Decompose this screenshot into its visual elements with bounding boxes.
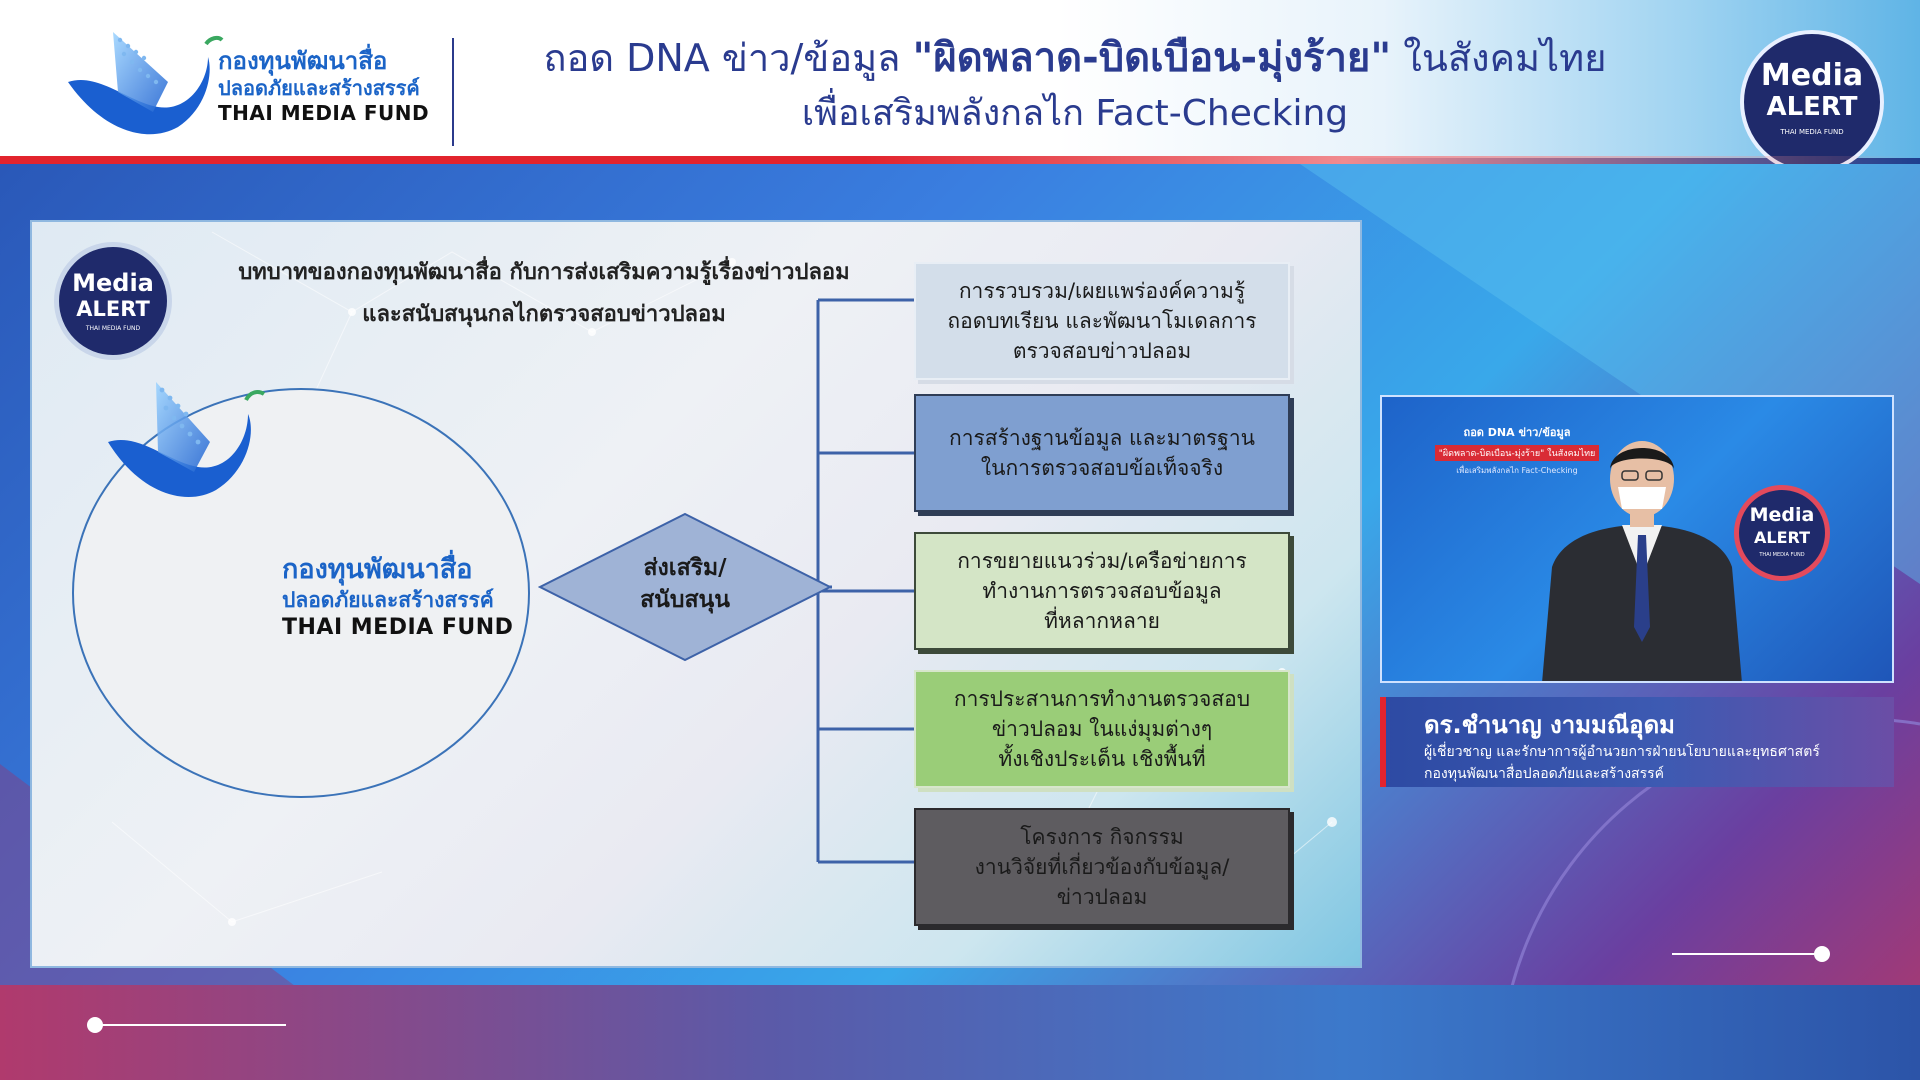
video-media-alert-badge: Media ALERT THAI MEDIA FUND — [1734, 485, 1830, 581]
ellipse-brand-thai: กองทุนพัฒนาสื่อ — [282, 554, 473, 585]
title-part-1: ถอด DNA ข่าว/ข้อมูล — [543, 36, 913, 80]
ellipse-brand-english: THAI MEDIA FUND — [282, 615, 514, 641]
box-5-line-3: ข่าวปลอม — [1056, 885, 1148, 909]
video-title-line-3: เพื่อเสริมพลังกลไก Fact-Checking — [1456, 466, 1578, 475]
header-divider — [452, 38, 454, 146]
support-label-line-1: ส่งเสริม/ — [643, 555, 727, 581]
video-badge-fund-text: THAI MEDIA FUND — [1759, 552, 1805, 558]
box-2-line-1: การสร้างฐานข้อมูล และมาตรฐาน — [949, 426, 1255, 450]
activity-box-database: การสร้างฐานข้อมูล และมาตรฐาน ในการตรวจสอ… — [914, 394, 1290, 512]
badge-fund-text: THAI MEDIA FUND — [1780, 128, 1844, 136]
box-4-line-1: การประสานการทำงานตรวจสอบ — [953, 687, 1251, 711]
support-diamond: ส่งเสริม/ สนับสนุน — [538, 512, 832, 662]
activity-box-coordination: การประสานการทำงานตรวจสอบ ข่าวปลอม ในแง่ม… — [914, 670, 1290, 788]
decor-dot-left — [87, 1017, 103, 1033]
box-4-line-2: ข่าวปลอม ในแง่มุมต่างๆ — [991, 717, 1213, 741]
speaker-role: ผู้เชี่ยวชาญ และรักษาการผู้อำนวยการฝ่ายน… — [1424, 744, 1820, 760]
diamond-shape — [538, 512, 832, 662]
slide-badge-alert-text: ALERT — [76, 297, 150, 321]
box-3-line-2: ทำงานการตรวจสอบข้อมูล — [982, 579, 1222, 603]
thai-media-fund-logo: กองทุนพัฒนาสื่อ ปลอดภัยและสร้างสรรค์ THA… — [58, 12, 438, 142]
title-part-2: ในสังคมไทย — [1391, 36, 1607, 80]
speaker-person-icon — [1542, 441, 1742, 681]
title-emphasis: "ผิดพลาด-บิดเบือน-มุ่งร้าย" — [912, 35, 1392, 81]
presentation-slide: Media ALERT THAI MEDIA FUND บทบาทของกองท… — [30, 220, 1362, 968]
brand-name-thai: กองทุนพัฒนาสื่อ — [218, 47, 388, 75]
title-line-2: เพื่อเสริมพลังกลไก Fact-Checking — [801, 93, 1349, 134]
activity-box-network: การขยายแนวร่วม/เครือข่ายการ ทำงานการตรวจ… — [914, 532, 1290, 650]
speaker-name: ดร.ชำนาญ งามมณีอุดม — [1424, 711, 1675, 739]
support-label: ส่งเสริม/ สนับสนุน — [538, 552, 832, 616]
box-1-line-3: ตรวจสอบข่าวปลอม — [1012, 339, 1192, 363]
page-title: ถอด DNA ข่าว/ข้อมูล "ผิดพลาด-บิดเบือน-มุ… — [480, 30, 1670, 142]
slide-heading-line-1: บทบาทของกองทุนพัฒนาสื่อ กับการส่งเสริมคว… — [238, 260, 850, 285]
box-1-line-2: ถอดบทเรียน และพัฒนาโมเดลการ — [947, 309, 1257, 333]
box-2-line-2: ในการตรวจสอบข้อเท็จจริง — [980, 456, 1224, 480]
box-3-line-1: การขยายแนวร่วม/เครือข่ายการ — [957, 549, 1247, 573]
speaker-video-feed: ถอด DNA ข่าว/ข้อมูล "ผิดพลาด-บิดเบือน-มุ… — [1380, 395, 1894, 683]
badge-media-text: Media — [1760, 58, 1864, 93]
video-title-line-2: "ผิดพลาด-บิดเบือน-มุ่งร้าย" ในสังคมไทย — [1434, 445, 1600, 461]
box-4-line-3: ทั้งเชิงประเด็น เชิงพื้นที่ — [998, 747, 1206, 771]
brand-tagline-thai: ปลอดภัยและสร้างสรรค์ — [218, 76, 420, 100]
ellipse-fund-text: กองทุนพัฒนาสื่อ ปลอดภัยและสร้างสรรค์ THA… — [282, 552, 513, 643]
slide-heading: บทบาทของกองทุนพัฒนาสื่อ กับการส่งเสริมคว… — [194, 252, 894, 336]
badge-alert-text: ALERT — [1766, 92, 1858, 122]
video-title-card: ถอด DNA ข่าว/ข้อมูล "ผิดพลาด-บิดเบือน-มุ… — [1412, 423, 1622, 477]
slide-media-alert-badge: Media ALERT THAI MEDIA FUND — [54, 242, 172, 360]
slide-badge-media-text: Media — [72, 269, 154, 297]
header-accent-stripe — [0, 156, 1920, 164]
box-5-line-2: งานวิจัยที่เกี่ยวข้องกับข้อมูล/ — [974, 855, 1230, 879]
activity-box-research: โครงการ กิจกรรม งานวิจัยที่เกี่ยวข้องกับ… — [914, 808, 1290, 926]
box-5-line-1: โครงการ กิจกรรม — [1020, 825, 1184, 849]
video-title-line-1: ถอด DNA ข่าว/ข้อมูล — [1463, 426, 1571, 439]
decor-line-left — [96, 1024, 286, 1026]
dove-logo-icon — [68, 32, 224, 135]
ellipse-tagline-thai: ปลอดภัยและสร้างสรรค์ — [282, 588, 494, 613]
slide-heading-line-2: และสนับสนุนกลไกตรวจสอบข่าวปลอม — [362, 302, 726, 327]
box-1-line-1: การรวบรวม/เผยแพร่องค์ความรู้ — [958, 279, 1246, 303]
speaker-organization: กองทุนพัฒนาสื่อปลอดภัยและสร้างสรรค์ — [1424, 766, 1665, 782]
speaker-name-card: ดร.ชำนาญ งามมณีอุดม ผู้เชี่ยวชาญ และรักษ… — [1380, 697, 1894, 787]
activity-box-knowledge: การรวบรวม/เผยแพร่องค์ความรู้ ถอดบทเรียน … — [914, 262, 1290, 380]
bottom-band — [0, 985, 1920, 1080]
support-label-line-2: สนับสนุน — [640, 587, 730, 613]
decor-line-right — [1672, 953, 1822, 955]
header-bar: กองทุนพัฒนาสื่อ ปลอดภัยและสร้างสรรค์ THA… — [0, 0, 1920, 174]
media-alert-badge: Media ALERT THAI MEDIA FUND — [1740, 30, 1884, 174]
brand-name-english: THAI MEDIA FUND — [218, 101, 430, 125]
dove-logo-icon — [108, 382, 266, 498]
slide-badge-fund-text: THAI MEDIA FUND — [85, 325, 141, 332]
decor-dot-right — [1814, 946, 1830, 962]
name-card-accent — [1380, 697, 1386, 787]
video-badge-media-text: Media — [1749, 504, 1815, 526]
box-3-line-3: ที่หลากหลาย — [1044, 609, 1160, 633]
video-badge-alert-text: ALERT — [1753, 528, 1811, 547]
